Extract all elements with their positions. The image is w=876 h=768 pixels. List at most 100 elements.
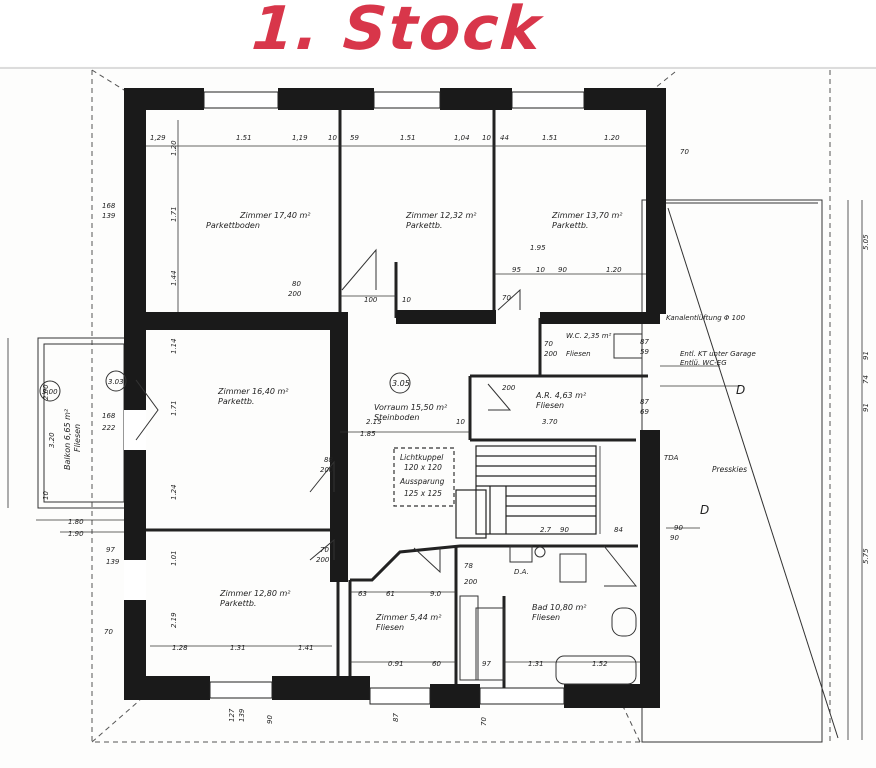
room-name-zimmer-13-70: Zimmer 13,70 m² xyxy=(551,211,623,220)
dim-inner-10: 3.70 xyxy=(542,418,558,426)
header: 1. Stock xyxy=(0,0,876,66)
dim-inner-4: 90 xyxy=(558,266,567,274)
dim-left-4: 1.14 xyxy=(170,338,178,354)
dim-door-1: 80 xyxy=(292,280,301,288)
dim-inner-8: 2.15 xyxy=(366,418,382,426)
dim-left-1: 1.20 xyxy=(170,140,178,156)
aussparung-label: Aussparung xyxy=(399,477,445,486)
room-name-balkon: Balkon 6,65 m² xyxy=(63,408,72,470)
room-name-vorraum: Vorraum 15,50 m² xyxy=(374,403,448,412)
dim-side-9: 87 xyxy=(640,398,649,406)
dim-side-10: 59 xyxy=(640,348,649,356)
dim-left-9: 168 xyxy=(102,202,116,210)
dim-side-4: 91 xyxy=(862,403,870,412)
aussparung-size: 125 x 125 xyxy=(404,489,442,498)
room-floor-zimmer-17: Parkettboden xyxy=(206,221,260,230)
dim-door-2: 200 xyxy=(288,290,302,298)
dim-top-2: 1.51 xyxy=(236,134,252,142)
dim-inner-11: 1.85 xyxy=(360,430,376,438)
room-floor-zimmer-12-32: Parkettb. xyxy=(406,221,442,230)
dim-left-8: 2.19 xyxy=(170,612,178,628)
room-floor-balkon: Fliesen xyxy=(73,424,82,452)
dim-inner-5: 1.20 xyxy=(606,266,622,274)
dim-bottom-16: 70 xyxy=(480,717,488,726)
lichtkuppel-size: 120 x 120 xyxy=(404,463,442,472)
dim-bottom-4: 60 xyxy=(432,660,441,668)
dim-side-7: 87 xyxy=(640,338,649,346)
dim-top-8: 10 xyxy=(482,134,491,142)
dim-door-12: 200 xyxy=(502,384,516,392)
dim-left-16: 1.28 xyxy=(172,644,188,652)
dim-bottom-15: 87 xyxy=(392,713,400,722)
room-floor-ar: Fliesen xyxy=(536,401,564,410)
room-floor-zimmer-13-70: Parkettb. xyxy=(552,221,588,230)
room-name-ar: A.R. 4,63 m² xyxy=(535,391,587,400)
presskies-label: Presskies xyxy=(712,465,747,474)
room-name-zimmer-12-80: Zimmer 12,80 m² xyxy=(219,589,291,598)
dim-door-4: 200 xyxy=(544,350,558,358)
room-floor-zimmer-12-80: Parkettb. xyxy=(220,599,256,608)
dim-top-5: 59 xyxy=(350,134,359,142)
dim-bottom-10: 9.0 xyxy=(430,590,442,598)
lichtkuppel-label: Lichtkuppel xyxy=(400,453,444,462)
dim-top-7: 1,04 xyxy=(454,134,470,142)
dim-inner-7: 10 xyxy=(402,296,411,304)
dim-left-3: 1.44 xyxy=(170,270,178,286)
dim-bottom-13: 139 xyxy=(238,708,246,722)
room-floor-zimmer-5-44: Fliesen xyxy=(376,623,404,632)
room-name-zimmer-17: Zimmer 17,40 m² xyxy=(239,211,311,220)
dim-side-11: 90 xyxy=(670,534,679,542)
dim-left-14: 222 xyxy=(102,424,116,432)
dim-bottom-14: 90 xyxy=(266,715,274,724)
dim-bottom-1: 1.31 xyxy=(230,644,246,652)
dim-left-10: 139 xyxy=(102,212,116,220)
dim-door-7: 70 xyxy=(320,546,329,554)
dim-left-7: 1.01 xyxy=(170,550,178,566)
da-label: D.A. xyxy=(514,568,529,576)
room-floor-vorraum: Steinboden xyxy=(374,413,419,422)
dim-side-12: 1.80 xyxy=(68,518,84,526)
dim-door-10: 200 xyxy=(464,578,478,586)
dim-side-15: 2.00 xyxy=(42,384,50,400)
dim-door-3: 70 xyxy=(544,340,553,348)
tda-label: TDA xyxy=(664,454,679,462)
dim-side-14: 3.20 xyxy=(48,432,56,448)
kanal-label: Kanalentlüftung Φ 100 xyxy=(666,314,746,322)
d-mark-2: D xyxy=(700,503,709,517)
level-300: 3.00 xyxy=(42,388,58,396)
room-name-zimmer-5-44: Zimmer 5,44 m² xyxy=(375,613,442,622)
dim-left-5: 1.71 xyxy=(170,400,178,416)
dim-bottom-18: 90 xyxy=(674,524,683,532)
dim-bottom-19: 84 xyxy=(614,526,623,534)
dim-inner-2: 95 xyxy=(512,266,521,274)
dim-inner-6: 100 xyxy=(364,296,378,304)
dim-bottom-7: 1.52 xyxy=(592,660,608,668)
dim-left-6: 1.24 xyxy=(170,484,178,500)
dim-inner-3: 10 xyxy=(536,266,545,274)
dim-side-2: 91 xyxy=(862,351,870,360)
dim-side-3: 74 xyxy=(862,375,870,384)
dim-bottom-12: 127 xyxy=(228,708,236,722)
room-name-zimmer-16-40: Zimmer 16,40 m² xyxy=(217,387,289,396)
dim-bottom-11: 90 xyxy=(560,526,569,534)
room-floor-wc: Fliesen xyxy=(566,350,591,358)
dim-bottom-9: 61 xyxy=(386,590,395,598)
dim-top-6: 1.51 xyxy=(400,134,416,142)
dim-top-10: 1.51 xyxy=(542,134,558,142)
dim-bottom-2: 1.41 xyxy=(298,644,314,652)
dim-top-4: 10 xyxy=(328,134,337,142)
dim-top-1: 1,29 xyxy=(150,134,166,142)
dim-left-12: 139 xyxy=(106,558,120,566)
level-305: 3.05 xyxy=(392,379,410,388)
dim-left-11: 97 xyxy=(106,546,115,554)
room-floor-bad: Fliesen xyxy=(532,613,560,622)
dim-left-2: 1.71 xyxy=(170,206,178,222)
floor-plan: Zimmer 17,40 m² Parkettboden Zimmer 12,3… xyxy=(0,66,876,768)
entl-wc-label: Entlü. WC-EG xyxy=(680,359,727,367)
dim-bottom-17: 2.7 xyxy=(540,526,552,534)
dim-top-11: 1.20 xyxy=(604,134,620,142)
dim-top-3: 1,19 xyxy=(292,134,308,142)
level-303: 3.03 xyxy=(108,378,124,386)
dim-side-1: 5.05 xyxy=(862,234,870,250)
dim-top-9: 44 xyxy=(500,134,509,142)
